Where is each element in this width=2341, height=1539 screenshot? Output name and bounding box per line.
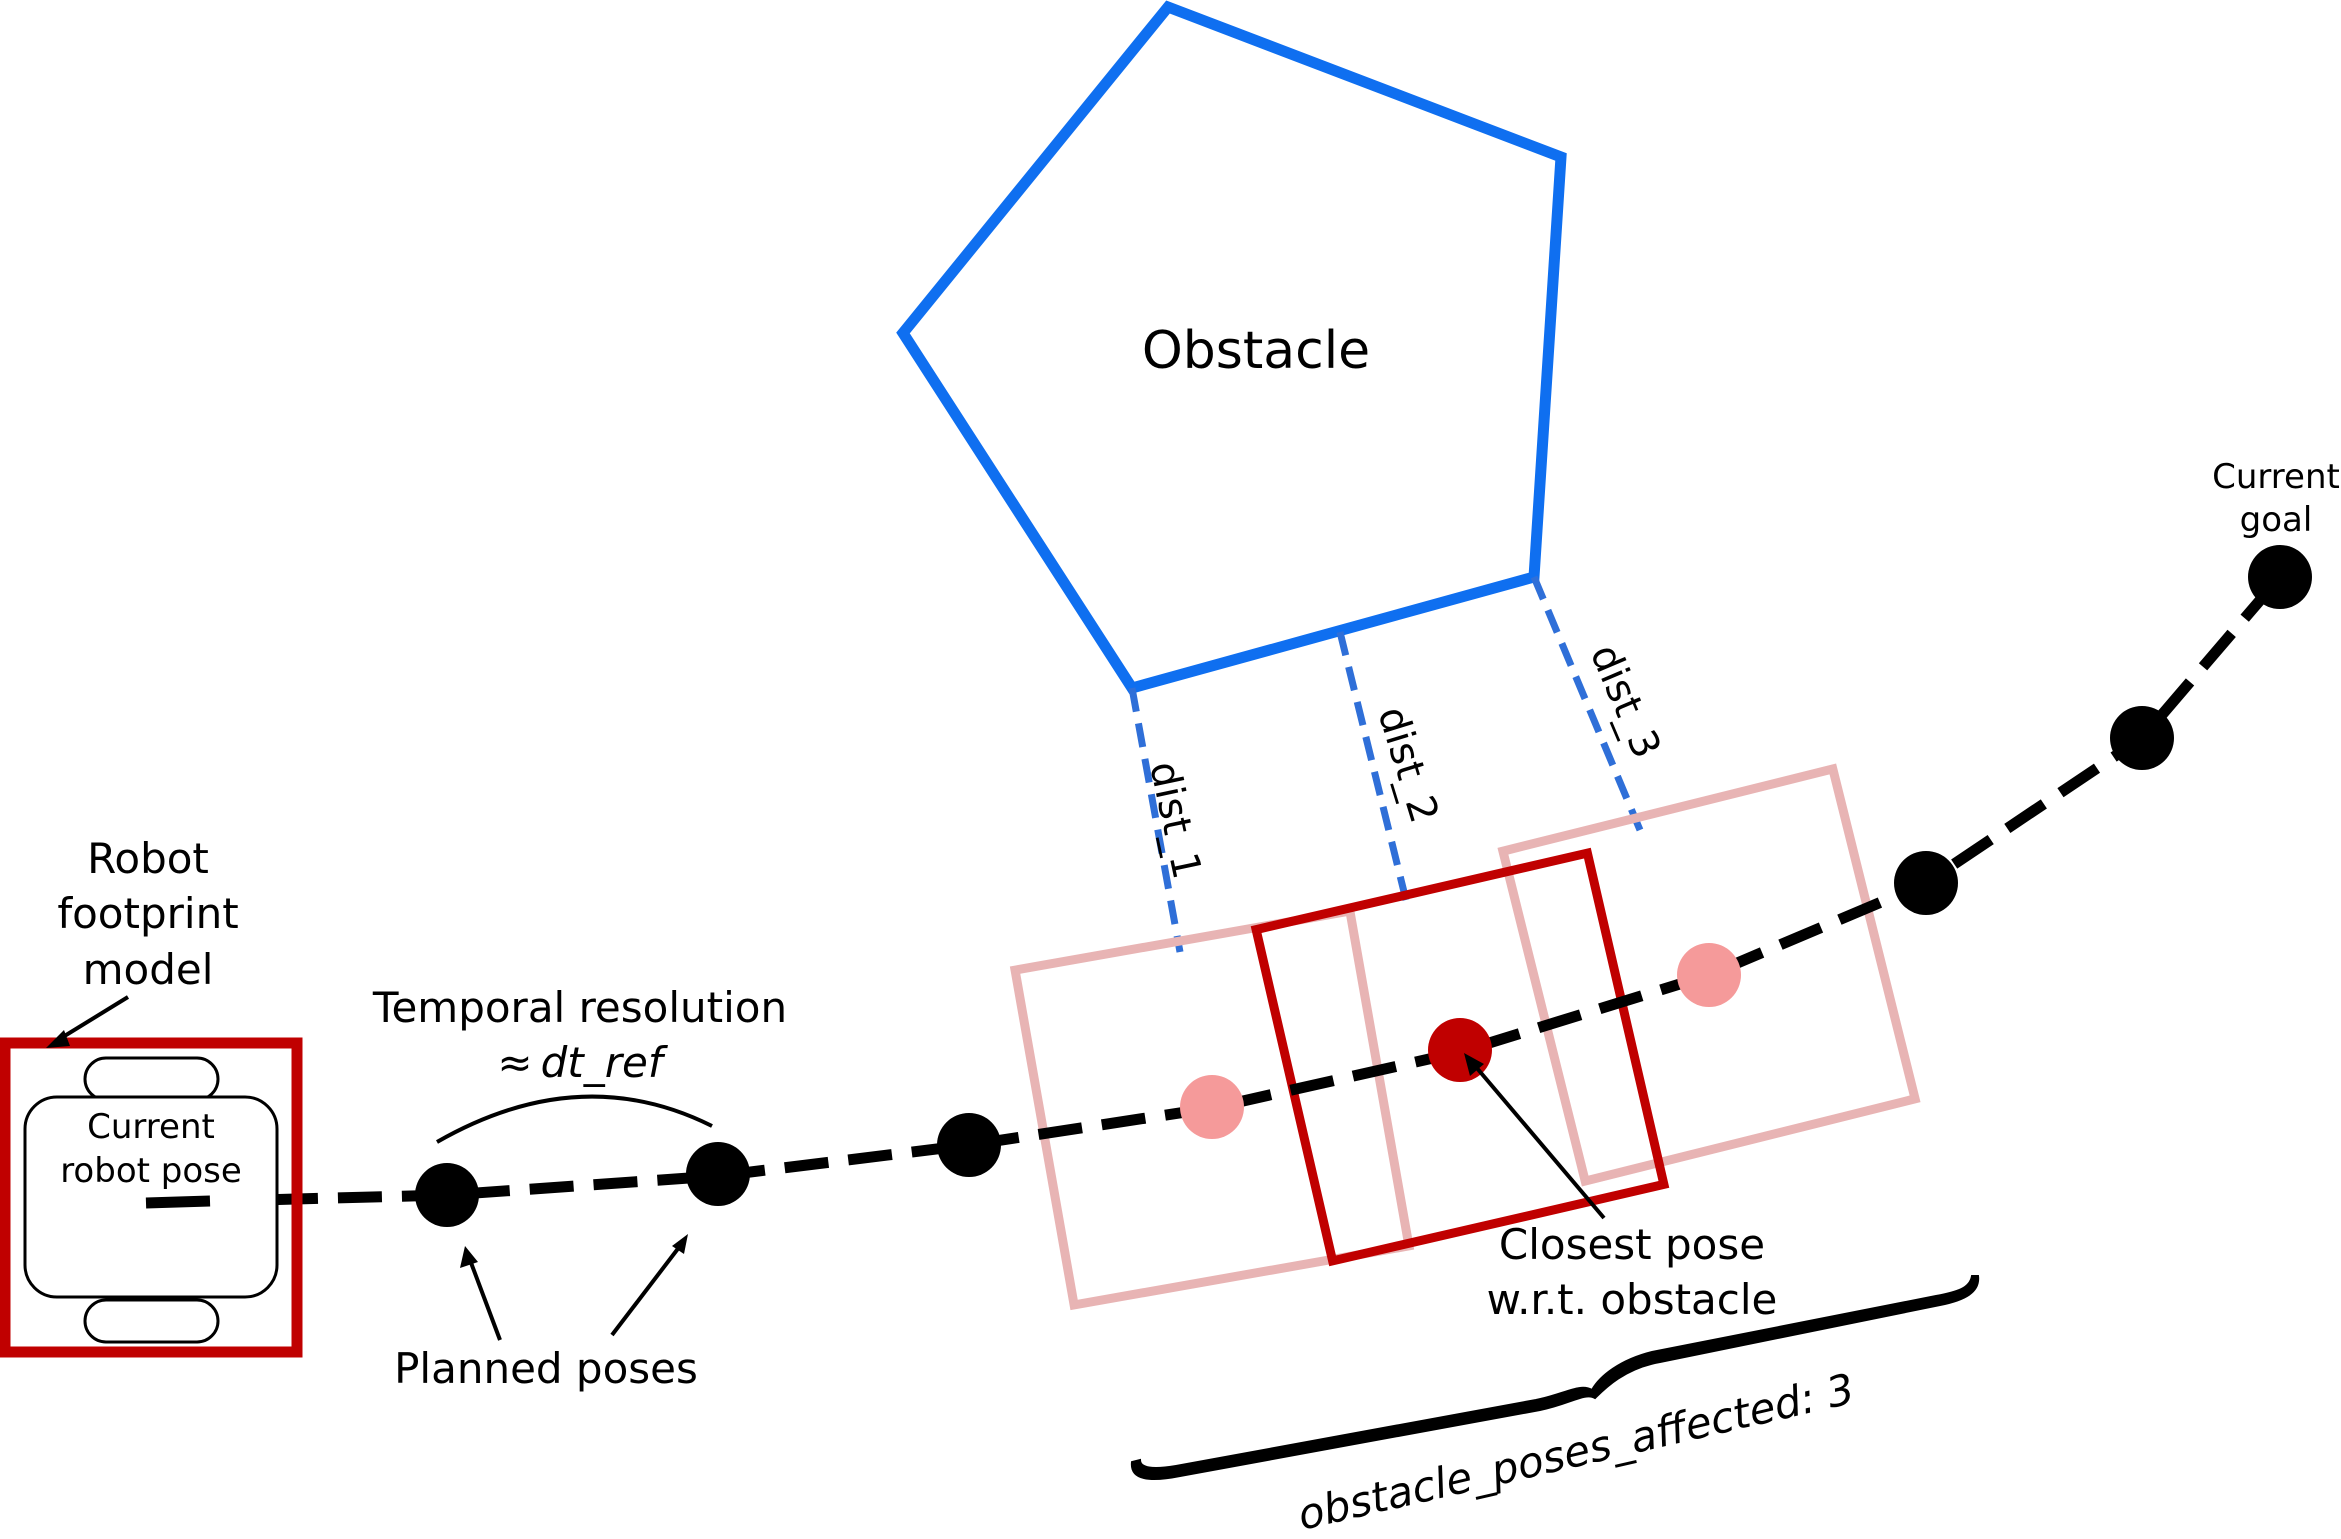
obstacle-label: Obstacle bbox=[1142, 321, 1370, 381]
closest-pose-arrowhead bbox=[1464, 1053, 1484, 1076]
pose-7 bbox=[1894, 851, 1958, 915]
dist-3-label: dist_3 bbox=[1581, 638, 1670, 765]
closest-pose-label-2: w.r.t. obstacle bbox=[1487, 1275, 1778, 1324]
current-robot-pose-label-2: robot pose bbox=[60, 1151, 242, 1191]
planned-trajectory bbox=[145, 573, 2285, 1209]
robot-wheel-top bbox=[83, 1056, 220, 1102]
closest-pose-label-1: Closest pose bbox=[1499, 1220, 1765, 1269]
planned-pose-1 bbox=[415, 1163, 479, 1227]
planned-pose-arrow-2 bbox=[610, 1244, 682, 1337]
pose-8 bbox=[2110, 706, 2174, 770]
current-goal-pose bbox=[2248, 545, 2312, 609]
dt-ref-label: ≈dt_ref bbox=[497, 1038, 668, 1087]
robot-footprint-model bbox=[0, 1037, 303, 1358]
robot-footprint-arrow bbox=[56, 995, 130, 1042]
current-goal-label-2: goal bbox=[2240, 500, 2313, 540]
affected-pose-1 bbox=[1180, 1075, 1244, 1139]
affected-pose-3 bbox=[1677, 943, 1741, 1007]
robot-footprint-label-3: model bbox=[83, 945, 214, 994]
robot-body bbox=[23, 1095, 279, 1299]
robot-pose-trajectory-start bbox=[145, 1195, 211, 1209]
robot-wheel-bottom bbox=[83, 1298, 220, 1344]
dist-3-line bbox=[1530, 575, 1644, 832]
planned-poses-label: Planned poses bbox=[394, 1344, 698, 1393]
dist-2-line bbox=[1336, 631, 1410, 901]
pose-3 bbox=[937, 1113, 1001, 1177]
planned-pose-2 bbox=[686, 1142, 750, 1206]
dist-1-label: dist_1 bbox=[1140, 758, 1210, 883]
robot-footprint-label-2: footprint bbox=[57, 889, 238, 938]
robot-footprint-arrowhead bbox=[46, 1030, 70, 1048]
planned-pose-arrowhead-2 bbox=[672, 1234, 688, 1254]
approx-symbol: ≈ bbox=[497, 1038, 532, 1087]
current-goal-label-1: Current bbox=[2212, 457, 2340, 497]
dt-ref-text: dt_ref bbox=[541, 1038, 669, 1087]
obstacle-pentagon bbox=[896, 0, 1567, 695]
closest-pose-footprint bbox=[1250, 847, 1670, 1267]
temporal-resolution-label: Temporal resolution bbox=[372, 983, 787, 1032]
affected-footprint-3 bbox=[1497, 763, 1921, 1187]
affected-poses-brace bbox=[1130, 1275, 1980, 1481]
robot-footprint-label-1: Robot bbox=[87, 834, 209, 883]
closest-pose-arrow bbox=[1474, 1065, 1606, 1220]
planned-pose-arrow-1 bbox=[468, 1259, 502, 1341]
current-robot-pose-label-1: Current bbox=[87, 1107, 215, 1147]
temporal-resolution-arc bbox=[436, 1094, 713, 1144]
planned-pose-arrowhead-1 bbox=[460, 1246, 478, 1268]
dist-1-line bbox=[1128, 687, 1184, 953]
